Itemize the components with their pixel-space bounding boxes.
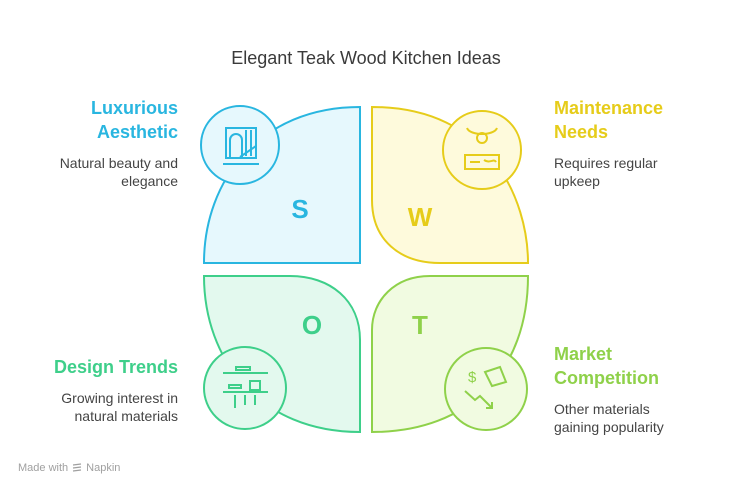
strength-heading-line2: Aesthetic: [96, 122, 178, 142]
threat-heading-line2: Competition: [554, 368, 659, 388]
opportunity-desc-line2: natural materials: [74, 408, 179, 424]
quadrant-o: O: [202, 275, 361, 434]
wood-panel-door-icon: [223, 127, 259, 165]
strength-heading-line1: Luxurious: [90, 98, 178, 118]
quadrant-t: $ T: [371, 275, 530, 434]
strength-desc-line1: Natural beauty and: [59, 155, 178, 171]
svg-text:O: O: [302, 310, 322, 340]
threat-heading-line1: Market: [554, 344, 613, 364]
strength-block: Luxurious Aesthetic Natural beauty and e…: [20, 96, 178, 190]
threat-desc-line2: gaining popularity: [554, 419, 664, 435]
footer-attribution[interactable]: Made with Napkin: [18, 462, 120, 474]
price-drop-icon: $: [464, 365, 508, 409]
weakness-desc-line1: Requires regular: [554, 155, 658, 171]
quadrant-w: W: [371, 105, 530, 264]
svg-text:S: S: [291, 194, 308, 224]
opportunity-block: Design Trends Growing interest in natura…: [20, 355, 178, 425]
wood-plank-gear-icon: [464, 127, 500, 170]
svg-text:W: W: [408, 202, 433, 232]
napkin-logo-icon: [73, 463, 82, 472]
weakness-desc-line2: upkeep: [554, 173, 600, 189]
kitchen-shelf-icon: [223, 366, 268, 408]
svg-text:$: $: [468, 369, 477, 386]
svg-text:T: T: [412, 310, 428, 340]
weakness-heading-line2: Needs: [554, 122, 609, 142]
opportunity-desc-line1: Growing interest in: [61, 390, 178, 406]
opportunity-heading-line1: Design Trends: [53, 357, 178, 377]
threat-block: Market Competition Other materials gaini…: [554, 342, 724, 436]
made-with-text: Made with: [18, 462, 69, 474]
weakness-heading-line1: Maintenance: [554, 98, 664, 118]
quadrant-s: S: [200, 105, 361, 264]
threat-desc-line1: Other materials: [554, 401, 650, 417]
diagram-title: Elegant Teak Wood Kitchen Ideas: [231, 48, 501, 68]
napkin-brand-text: Napkin: [86, 462, 121, 474]
weakness-block: Maintenance Needs Requires regular upkee…: [554, 96, 724, 190]
strength-desc-line2: elegance: [121, 173, 178, 189]
